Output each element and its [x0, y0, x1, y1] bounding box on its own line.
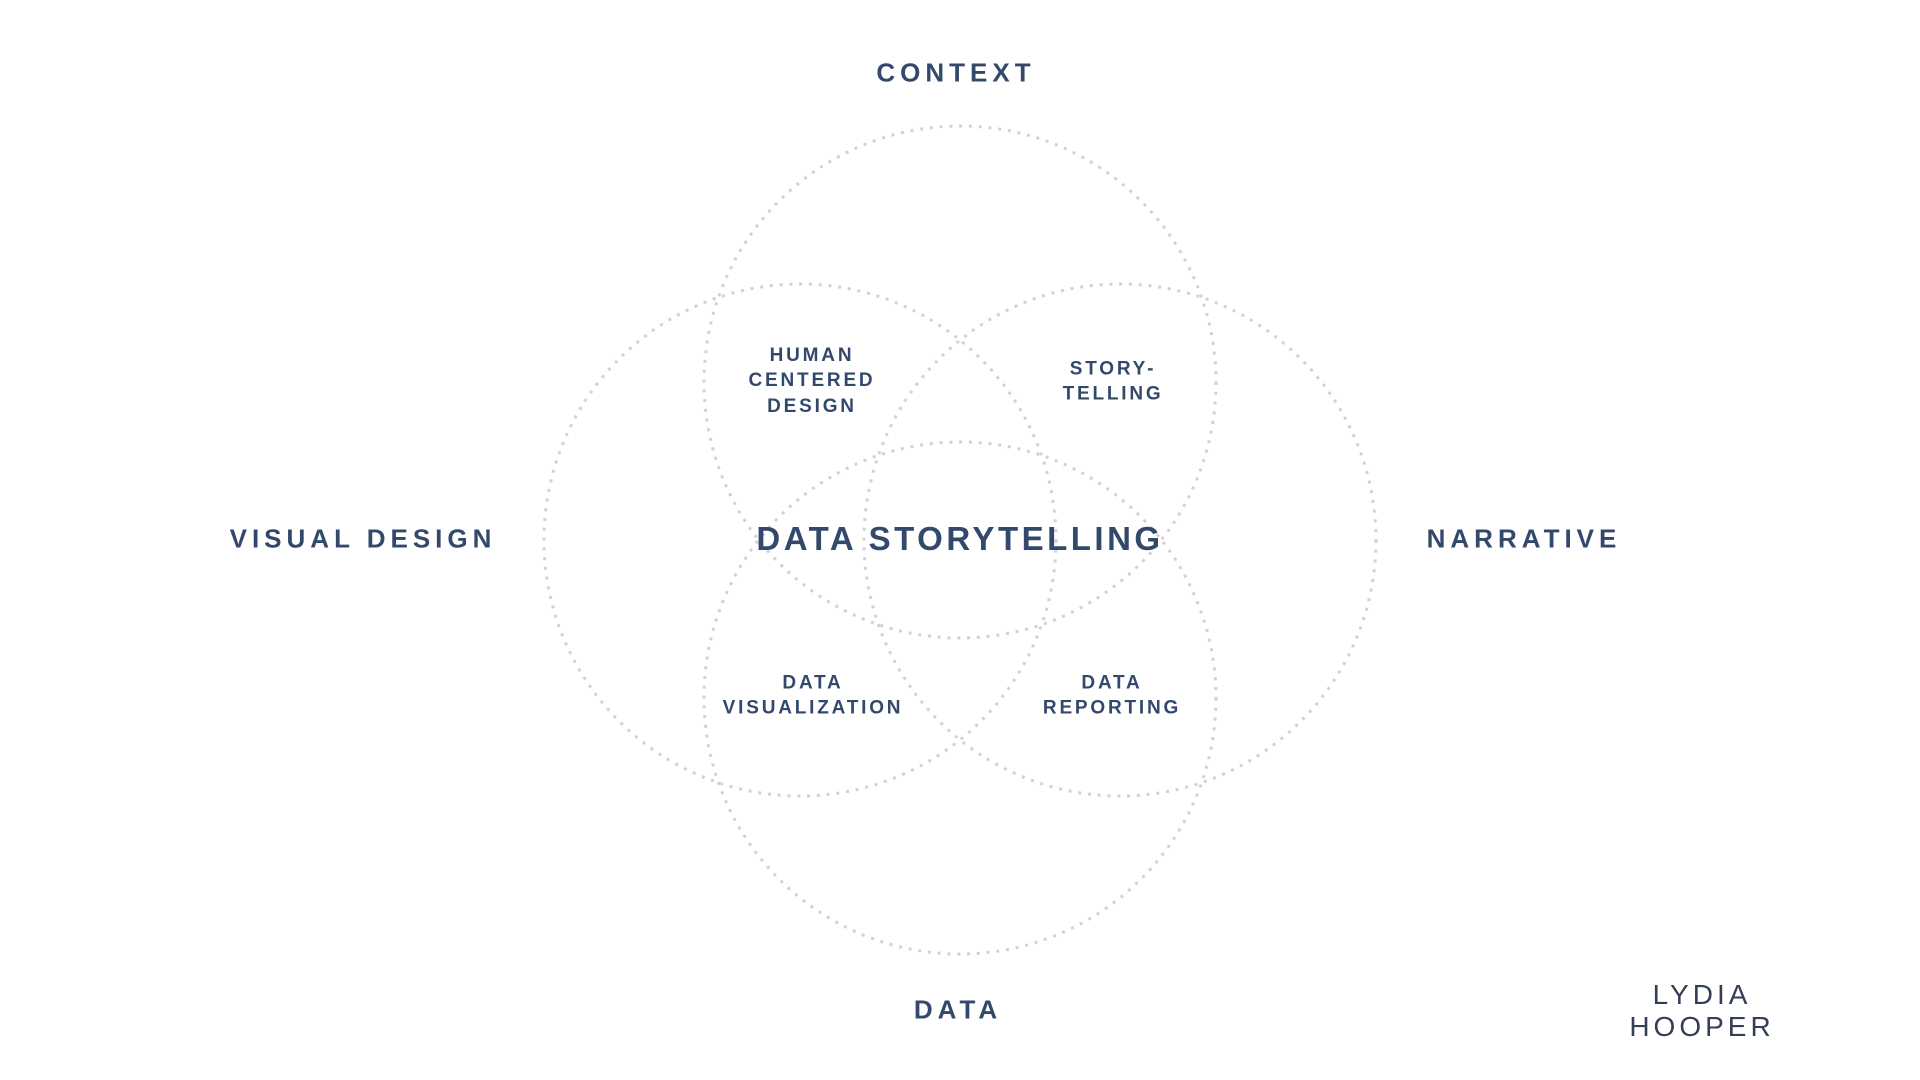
- attribution-lydia-hooper: LYDIA HOOPER: [1629, 979, 1775, 1042]
- label-visual-design: VISUAL DESIGN: [229, 523, 497, 554]
- visual-design-circle: [542, 282, 1058, 798]
- label-human-centered-design: HUMAN CENTERED DESIGN: [748, 344, 876, 417]
- label-context: CONTEXT: [876, 57, 1036, 88]
- label-data: DATA: [913, 994, 1003, 1025]
- label-storytelling: STORY- TELLING: [1062, 358, 1164, 405]
- narrative-circle: [862, 282, 1378, 798]
- label-data-storytelling-center: DATA STORYTELLING: [756, 520, 1164, 557]
- label-data-reporting: DATA REPORTING: [1042, 672, 1182, 719]
- data-circle: [702, 440, 1218, 956]
- context-circle: [702, 124, 1218, 640]
- label-narrative: NARRATIVE: [1426, 523, 1622, 554]
- label-data-visualization: DATA VISUALIZATION: [722, 672, 904, 719]
